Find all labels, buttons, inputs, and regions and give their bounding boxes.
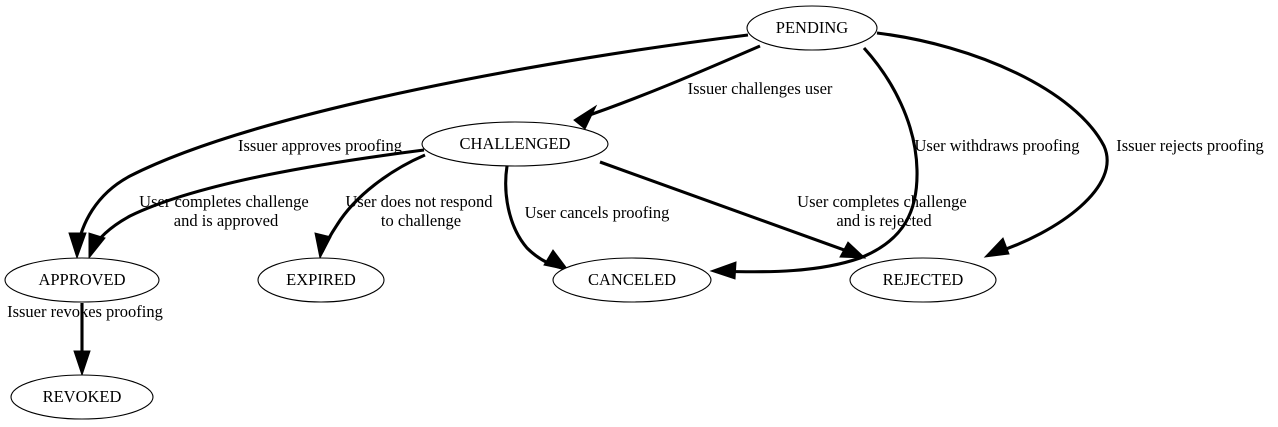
node-pending[interactable]: PENDING (746, 5, 878, 51)
node-shape[interactable] (10, 374, 154, 420)
edge-challenged-to-approved: User completes challenge and is approved (88, 148, 425, 260)
edge-label-line: User cancels proofing (525, 203, 670, 222)
edge-label-line: User withdraws proofing (915, 136, 1080, 155)
edge-pending-to-approved: Issuer approves proofing (68, 33, 749, 260)
node-label: REJECTED (883, 270, 964, 289)
edge-label-line: Issuer challenges user (688, 79, 833, 98)
edge-challenged-to-expired: User does not respond to challenge (314, 153, 496, 260)
edge-label-line: Issuer revokes proofing (7, 302, 163, 321)
edge-pending-to-canceled: User withdraws proofing (709, 46, 1080, 280)
edge-pending-to-challenged: Issuer challenges user (573, 44, 833, 130)
edge-label-line-1: User completes challenge (797, 192, 967, 211)
edge-challenged-to-canceled: User cancels proofing (504, 165, 670, 271)
arrowhead-icon (573, 104, 598, 130)
node-label: CHALLENGED (460, 134, 571, 153)
node-shape[interactable] (421, 121, 609, 167)
edge-label-line: Issuer approves proofing (238, 136, 402, 155)
arrowhead-icon (983, 237, 1010, 258)
edge-path (577, 44, 761, 121)
edge-label-line: Issuer rejects proofing (1116, 136, 1264, 155)
edge-path (89, 148, 425, 252)
node-canceled[interactable]: CANCELED (552, 257, 712, 303)
edge-label: User cancels proofing (525, 203, 670, 222)
edge-label: User completes challenge and is rejected (797, 192, 971, 230)
edge-label: Issuer revokes proofing (7, 302, 163, 321)
edge-label-line-2: and is rejected (836, 211, 932, 230)
arrowhead-icon (73, 350, 91, 377)
edge-path (876, 31, 1109, 256)
arrowhead-icon (314, 232, 332, 260)
edge-pending-to-rejected: Issuer rejects proofing (876, 31, 1264, 258)
edge-label: Issuer approves proofing (238, 136, 402, 155)
edge-label: Issuer rejects proofing (1116, 136, 1264, 155)
node-expired[interactable]: EXPIRED (257, 257, 385, 303)
edge-label-line-2: and is approved (174, 211, 279, 230)
edge-challenged-to-rejected: User completes challenge and is rejected (599, 160, 971, 259)
arrowhead-icon (543, 249, 570, 271)
node-shape[interactable] (257, 257, 385, 303)
node-shape[interactable] (746, 5, 878, 51)
node-label: PENDING (776, 18, 848, 37)
arrowhead-icon (709, 261, 737, 280)
edge-label: User withdraws proofing (915, 136, 1080, 155)
edge-label-line-1: User completes challenge (139, 192, 309, 211)
node-label: CANCELED (588, 270, 676, 289)
node-rejected[interactable]: REJECTED (849, 257, 997, 303)
node-approved[interactable]: APPROVED (4, 257, 160, 303)
edge-path (717, 46, 919, 274)
edge-label-line-1: User does not respond (345, 192, 493, 211)
node-label: EXPIRED (286, 270, 356, 289)
edge-approved-to-revoked: Issuer revokes proofing (7, 302, 163, 377)
edge-path (75, 33, 749, 252)
arrowhead-icon (88, 232, 106, 260)
node-shape[interactable] (849, 257, 997, 303)
node-challenged[interactable]: CHALLENGED (421, 121, 609, 167)
arrowhead-icon (68, 232, 87, 260)
node-label: APPROVED (38, 270, 125, 289)
edge-label-line-2: to challenge (381, 211, 461, 230)
node-label: REVOKED (43, 387, 122, 406)
node-revoked[interactable]: REVOKED (10, 374, 154, 420)
edge-label: User completes challenge and is approved (139, 192, 313, 230)
arrowhead-icon (839, 241, 867, 259)
node-shape[interactable] (552, 257, 712, 303)
edge-path (599, 160, 859, 257)
node-shape[interactable] (4, 257, 160, 303)
edge-label: Issuer challenges user (688, 79, 833, 98)
edge-label: User does not respond to challenge (345, 192, 496, 230)
